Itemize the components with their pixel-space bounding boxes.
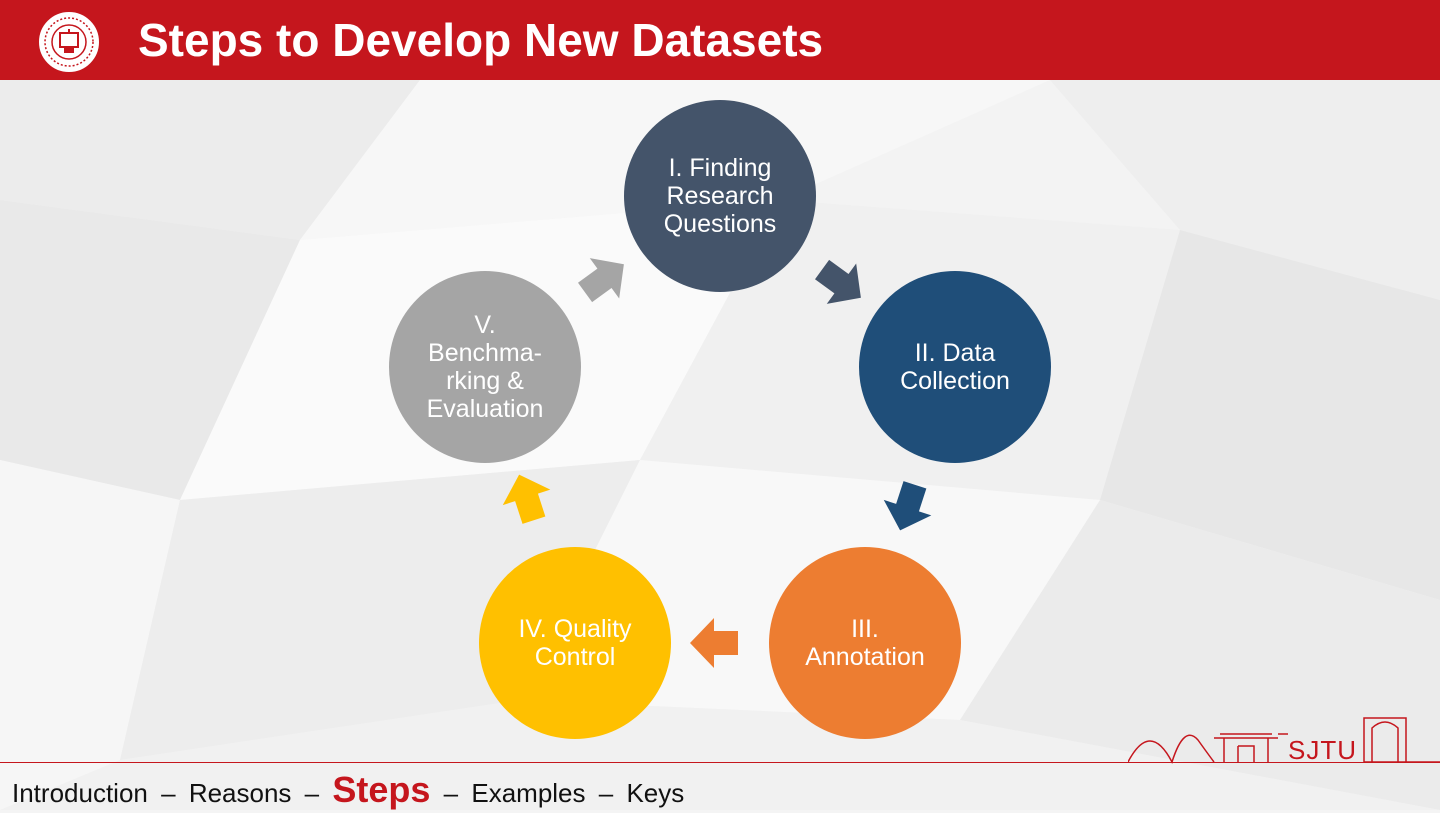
nav-item-reasons[interactable]: Reasons	[188, 778, 292, 808]
sjtu-gate-logo-icon	[1128, 717, 1440, 764]
footer-divider	[0, 762, 1440, 763]
step-node-quality-control: IV. Quality Control	[479, 547, 671, 739]
nav-separator: –	[304, 778, 320, 808]
step-label: V. Benchma- rking & Evaluation	[426, 311, 544, 423]
step-label: IV. Quality Control	[518, 615, 632, 671]
arrow-1-to-2	[815, 259, 861, 304]
step-label: III. Annotation	[805, 615, 925, 671]
arrow-5-to-1	[578, 258, 624, 303]
arrow-4-to-5	[502, 474, 551, 524]
nav-separator: –	[598, 778, 614, 808]
nav-item-examples[interactable]: Examples	[471, 778, 586, 808]
footer-logo-text: SJTU	[1288, 735, 1357, 765]
step-node-annotation: III. Annotation	[769, 547, 961, 739]
step-node-finding-research-questions: I. Finding Research Questions	[624, 100, 816, 292]
nav-item-keys[interactable]: Keys	[626, 778, 685, 808]
section-navigation: Introduction – Reasons – Steps – Example…	[12, 770, 684, 813]
nav-item-steps-active[interactable]: Steps	[332, 769, 431, 810]
title-bar	[0, 0, 1440, 80]
arrow-3-to-4	[690, 618, 738, 668]
nav-separator: –	[443, 778, 459, 808]
nav-separator: –	[161, 778, 176, 808]
university-seal-icon	[37, 10, 101, 74]
arrow-2-to-3	[883, 481, 932, 531]
step-label: II. Data Collection	[900, 339, 1010, 395]
step-node-data-collection: II. Data Collection	[859, 271, 1051, 463]
step-node-benchmarking-evaluation: V. Benchma- rking & Evaluation	[389, 271, 581, 463]
step-label: I. Finding Research Questions	[663, 154, 777, 238]
nav-item-introduction[interactable]: Introduction	[12, 778, 148, 808]
slide-title: Steps to Develop New Datasets	[138, 14, 824, 66]
